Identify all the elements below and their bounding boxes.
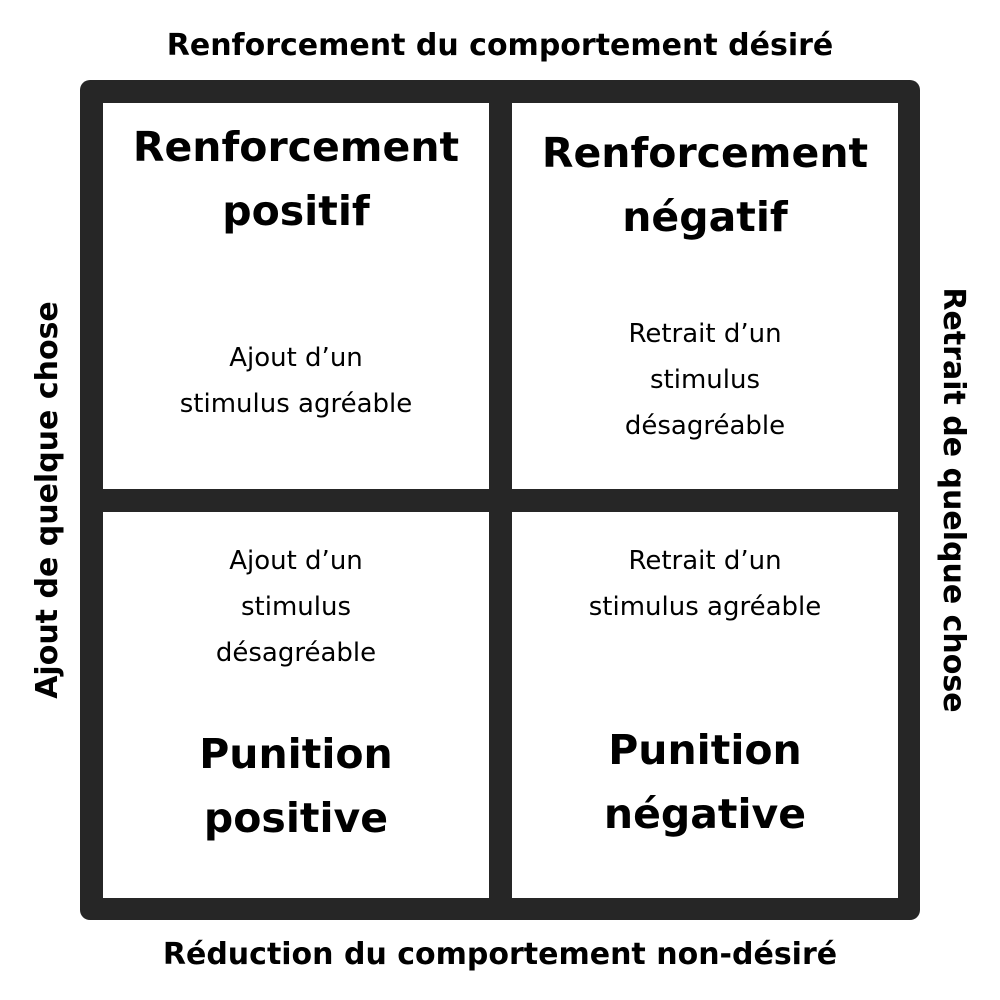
quadrant-description-line: Retrait d’un — [628, 546, 782, 576]
quadrant-title-line: Renforcement — [132, 123, 460, 171]
quadrant-title: Renforcement positif — [103, 115, 489, 243]
quadrant-title-line: Punition — [608, 726, 802, 774]
quadrant-description-line: Ajout d’un — [229, 546, 363, 576]
axis-label-bottom: Réduction du comportement non-désiré — [162, 937, 838, 972]
quadrant-title-line: positif — [222, 187, 370, 235]
quadrant-negative-reinforcement: Renforcement négatif Retrait d’un stimul… — [512, 103, 898, 489]
quadrant-title-line: négative — [603, 790, 807, 838]
quadrant-description-line: stimulus — [649, 365, 761, 395]
quadrant-description-line: désagréable — [215, 638, 377, 668]
quadrant-description: Ajout d’un stimulus agréable — [103, 335, 489, 427]
axis-label-right: Retrait de quelque chose — [936, 287, 971, 713]
quadrant-title: Punition négative — [512, 718, 898, 846]
quadrant-title-line: Renforcement — [541, 129, 869, 177]
axis-label-left: Ajout de quelque chose — [30, 301, 65, 699]
quadrant-title-line: négatif — [622, 193, 788, 241]
quadrant-description-line: stimulus agréable — [588, 592, 822, 622]
quadrant-title-line: Punition — [199, 730, 393, 778]
quadrant-description-line: Retrait d’un — [628, 319, 782, 349]
quadrant-positive-reinforcement: Renforcement positif Ajout d’un stimulus… — [103, 103, 489, 489]
quadrant-description: Retrait d’un stimulus agréable — [512, 538, 898, 630]
quadrant-title: Punition positive — [103, 722, 489, 850]
quadrant-description: Retrait d’un stimulus désagréable — [512, 311, 898, 449]
quadrant-positive-punishment: Ajout d’un stimulus désagréable Punition… — [103, 512, 489, 898]
quadrant-description: Ajout d’un stimulus désagréable — [103, 538, 489, 676]
quadrant-description-line: Ajout d’un — [229, 343, 363, 373]
quadrant-title-line: positive — [203, 794, 389, 842]
quadrant-description-line: désagréable — [624, 411, 786, 441]
axis-label-top: Renforcement du comportement désiré — [166, 28, 834, 63]
quadrant-title: Renforcement négatif — [512, 121, 898, 249]
quadrant-description-line: stimulus — [240, 592, 352, 622]
quadrant-description-line: stimulus agréable — [179, 389, 413, 419]
quadrant-negative-punishment: Retrait d’un stimulus agréable Punition … — [512, 512, 898, 898]
